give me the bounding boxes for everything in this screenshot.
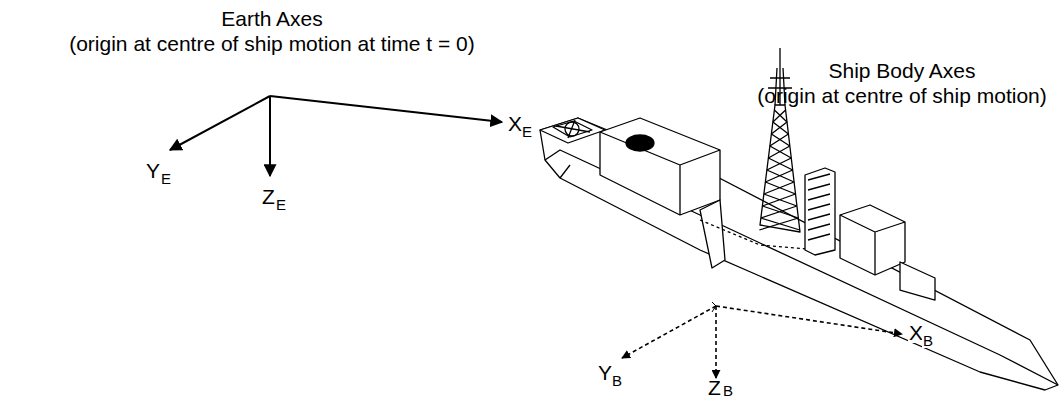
axis-label: Z (708, 377, 721, 398)
body-origin (712, 302, 716, 312)
heading-text: Ship Body Axes (828, 60, 975, 81)
axis-label: Z (262, 186, 275, 207)
heading-text: Earth Axes (221, 8, 323, 29)
heading-text: (origin at centre of ship motion) (757, 85, 1046, 106)
axis-subscript: E (522, 124, 532, 139)
ship-illustration (540, 48, 1058, 390)
axis-label: Y (146, 160, 160, 181)
axis-subscript: B (722, 383, 734, 398)
axis-subscript: E (161, 171, 171, 186)
heading-text: (origin at centre of ship motion at time… (69, 33, 475, 54)
axis-subscript: B (612, 373, 622, 388)
body-axes (622, 306, 902, 378)
axis-label: Y (598, 362, 612, 383)
axis-subscript: B (922, 333, 934, 348)
axis-subscript: E (276, 197, 286, 212)
lattice-mast (759, 48, 800, 232)
axis-label: X (508, 113, 522, 134)
earth-axes (170, 96, 502, 176)
